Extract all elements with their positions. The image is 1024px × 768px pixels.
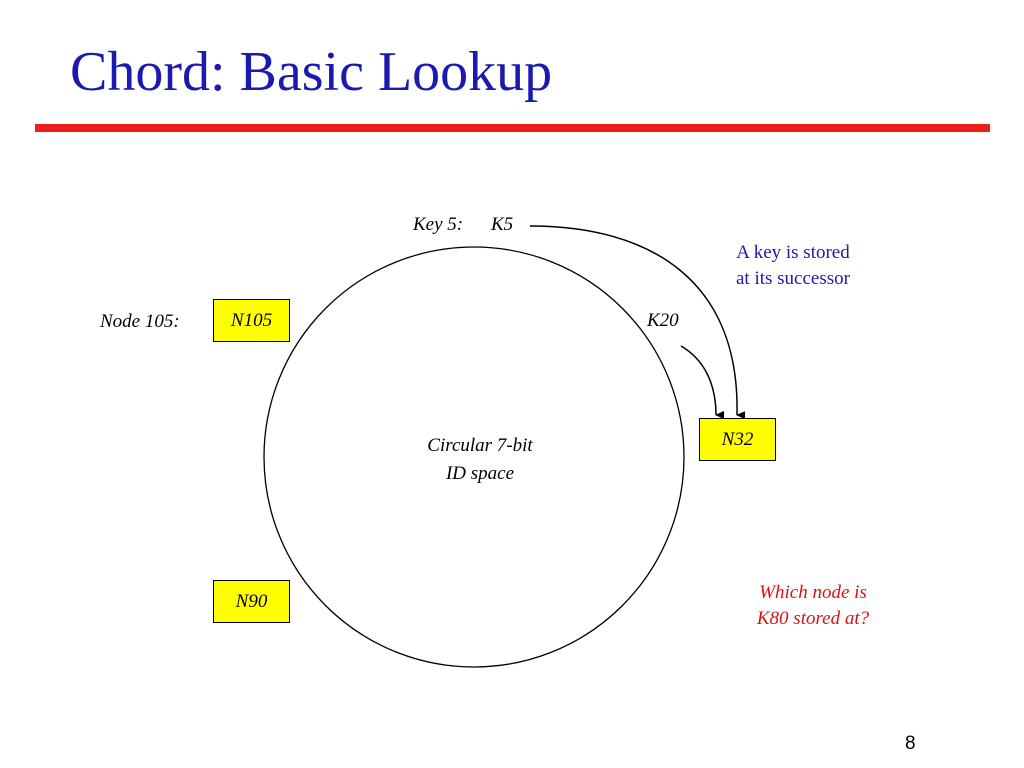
k5-arrow xyxy=(529,225,746,420)
id-space-ring xyxy=(263,246,685,668)
question-note-line1: Which node is xyxy=(759,582,867,603)
node-n32-label: N32 xyxy=(721,428,754,450)
node105-label: Node 105: xyxy=(100,311,180,332)
title-underline xyxy=(35,124,990,132)
successor-note: A key is stored at its successor xyxy=(700,240,886,292)
node-n90: N90 xyxy=(213,580,290,623)
node-n32: N32 xyxy=(699,418,776,461)
node-n105-label: N105 xyxy=(230,309,273,331)
id-space-caption-line1: Circular 7-bit xyxy=(427,435,533,456)
page-number: 8 xyxy=(905,733,916,754)
successor-note-line2: at its successor xyxy=(736,268,850,289)
question-note-line2: K80 stored at? xyxy=(756,608,870,629)
slide-title: Chord: Basic Lookup xyxy=(70,41,553,103)
id-space-caption: Circular 7-bit ID space xyxy=(380,432,580,488)
node-n90-label: N90 xyxy=(235,590,268,612)
key5-label: Key 5: xyxy=(413,214,464,235)
question-note: Which node is K80 stored at? xyxy=(720,580,906,632)
k20-key: K20 xyxy=(647,310,679,331)
k20-arrow xyxy=(680,345,725,419)
k5-key: K5 xyxy=(491,214,514,235)
id-space-caption-line2: ID space xyxy=(445,463,515,484)
node-n105: N105 xyxy=(213,299,290,342)
successor-note-line1: A key is stored xyxy=(736,242,850,263)
